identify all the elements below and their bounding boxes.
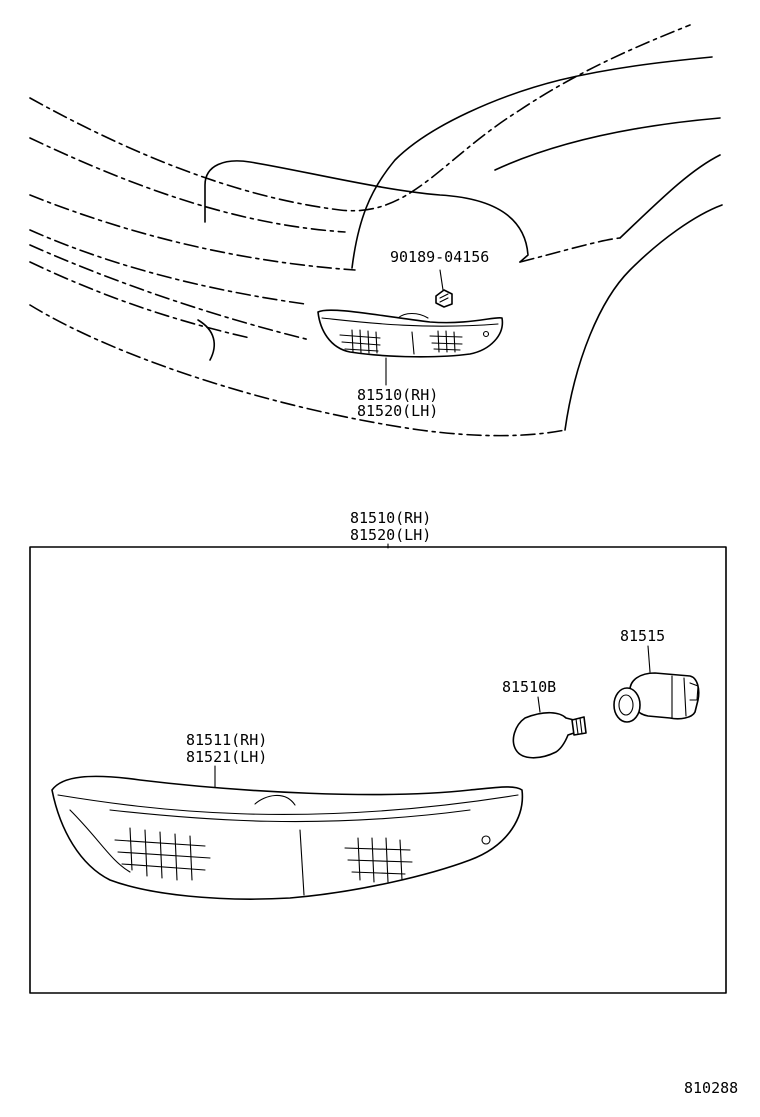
lens-inner-rim [109,809,471,823]
figure-id-label: 810288 [684,1079,738,1097]
bulb-leader-line [537,696,541,713]
socket-front-ring [613,687,641,723]
fender-upper-line [494,117,721,171]
side-lamp-small-body [317,309,504,358]
lens-label-lh: 81521(LH) [186,748,267,766]
clip-detail [439,293,449,303]
bumper-lower-line-2 [29,244,311,341]
assembly-box-label-rh: 81510(RH) [350,509,431,527]
wheel-arch-line [564,204,723,431]
lens-label-rh: 81511(RH) [186,731,267,749]
lens-divider-line [299,829,305,896]
side-lamp-small-screw [482,330,490,338]
lens-outer-body [51,775,524,900]
socket-label: 81515 [620,627,665,645]
lens-top-rim [57,794,519,815]
side-lamp-small-grid-right [429,330,463,353]
clip-body [435,289,453,308]
lens-left-inner-curve [69,809,131,873]
bulb [512,711,587,759]
side-lamp-small-grid-left [339,329,381,354]
vehicle-body-outline [29,24,723,437]
socket-terminal [689,682,699,701]
lens-grid-right [344,837,413,883]
socket-ribs [671,675,687,719]
clip-part [435,269,453,308]
bumper-lower-line-1 [29,229,306,305]
side-lamp-small [317,309,504,358]
side-lamp-small-divider [411,331,415,355]
bulb-base-ridges [575,717,583,735]
lens-screw-hole [481,835,491,845]
socket-body [629,672,700,720]
socket-leader-line [647,645,651,673]
hood-crease-line [351,56,713,269]
side-lamp-small-bulge [397,312,429,319]
clip-part-label: 90189-04156 [390,248,489,266]
assembly-box-label-lh: 81520(LH) [350,526,431,544]
lens-grid-left [114,827,211,881]
assembly-top-label-rh: 81510(RH) [357,386,438,404]
assembly-top-label-lh: 81520(LH) [357,402,438,420]
bumper-top-line [29,137,346,233]
bulb-base [571,716,587,736]
side-lamp-small-rim [321,317,499,327]
bumper-bottom-line [29,304,566,437]
clip-leader-line [439,269,444,291]
bulb-socket [613,672,700,723]
bumper-curve-left [197,319,215,361]
fender-dash-line [519,237,621,263]
exploded-view-frame [29,546,727,994]
hood-edge-line [29,24,691,212]
bulb-glass [512,711,575,759]
turn-signal-lens [51,775,524,900]
socket-inner-ring [618,694,634,716]
bumper-mid-line [29,194,356,271]
lens-top-bump [254,794,296,806]
bumper-lower-line-3 [29,261,251,339]
headlamp-outline [204,160,529,263]
fender-contour-line [619,154,721,239]
bulb-label: 81510B [502,678,556,696]
